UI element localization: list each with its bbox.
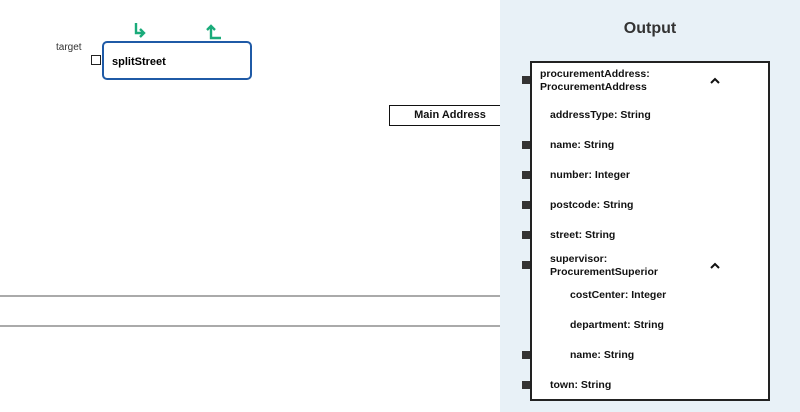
port-postcode[interactable] [522,201,530,209]
port-procurement-address[interactable] [522,76,530,84]
port-supervisor[interactable] [522,261,530,269]
port-name[interactable] [522,141,530,149]
field-procurement-address-name: procurementAddress: [540,68,650,80]
port-supervisor-name[interactable] [522,351,530,359]
field-name[interactable]: name: String [550,139,615,151]
field-town[interactable]: town: String [550,379,612,391]
step-into-icon[interactable] [132,22,148,40]
field-number[interactable]: number: Integer [550,169,630,181]
function-name-input[interactable] [112,55,242,69]
node-input-port[interactable] [91,55,101,65]
collapse-procurement-address-chevron-up-icon[interactable] [709,76,721,86]
port-street[interactable] [522,231,530,239]
port-number[interactable] [522,171,530,179]
function-node[interactable] [102,41,252,80]
output-panel: Output [500,0,800,412]
step-out-icon[interactable] [206,22,222,40]
field-procurement-address-type: ProcurementAddress [540,81,647,93]
field-cost-center[interactable]: costCenter: Integer [570,289,667,301]
field-street[interactable]: street: String [550,229,616,241]
field-supervisor[interactable]: supervisor: ProcurementSuperior [550,253,658,279]
field-supervisor-name: supervisor: [550,253,608,265]
main-address-node[interactable]: Main Address [389,105,511,126]
target-label: target [56,42,82,53]
field-postcode[interactable]: postcode: String [550,199,634,211]
field-supervisor-type: ProcurementSuperior [550,266,658,278]
collapse-supervisor-chevron-up-icon[interactable] [709,261,721,271]
field-department[interactable]: department: String [570,319,664,331]
port-town[interactable] [522,381,530,389]
output-title: Output [623,20,677,37]
field-supervisor-person-name[interactable]: name: String [570,349,635,361]
field-address-type[interactable]: addressType: String [550,109,651,121]
output-schema-box [530,61,770,401]
field-procurement-address[interactable]: procurementAddress: ProcurementAddress [540,68,650,94]
